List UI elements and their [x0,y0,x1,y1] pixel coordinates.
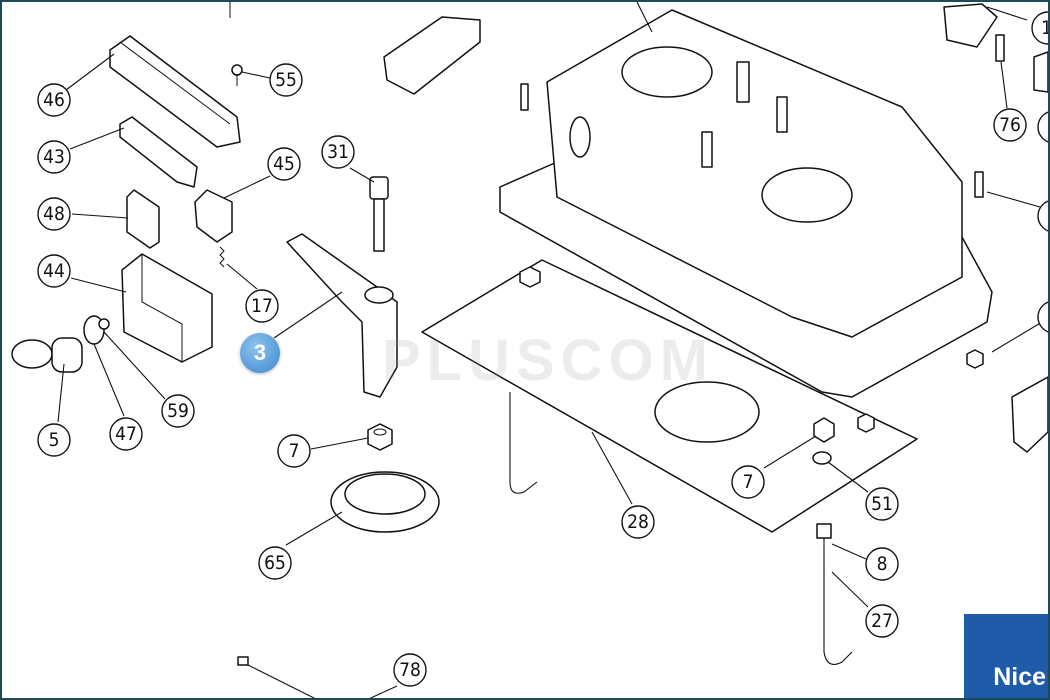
part-48-key-plate [126,189,160,249]
svg-text:44: 44 [43,260,65,282]
svg-text:78: 78 [399,659,421,681]
svg-text:27: 27 [871,610,893,632]
callout-44: 44 [37,254,71,288]
part-43-bracket [119,116,198,188]
callout-7-left: 7 [277,434,311,468]
callout-7-right: 7 [731,465,765,499]
callout-45: 45 [267,147,301,181]
svg-text:55: 55 [275,69,297,91]
callout-43: 43 [37,140,71,174]
part-46-cover [109,35,241,148]
callout-27: 27 [865,604,899,638]
svg-text:5: 5 [49,429,60,451]
part-47-washer [83,315,110,345]
nice-logo: Nice [964,614,1048,698]
part-18-connector [943,3,1048,453]
part-31-bolt [369,176,389,252]
part-55-screw [229,2,243,86]
svg-text:47: 47 [115,423,137,445]
callout-51: 51 [865,487,899,521]
part-45-latch [194,189,233,268]
callout-46: 46 [37,83,71,117]
part-65-gasket [330,471,440,533]
callout-28: 28 [621,505,655,539]
svg-text:7: 7 [289,440,300,462]
callout-59: 59 [161,394,195,428]
small-nuts [519,266,984,465]
callout-78: 78 [393,653,427,687]
highlighted-callout-3[interactable]: 3 [240,333,280,373]
callout-76: 76 [993,108,1027,142]
part-44-housing [121,253,213,363]
callout-8: 8 [865,547,899,581]
svg-text:46: 46 [43,89,65,111]
part-top-block [383,16,481,95]
callout-47: 47 [109,417,143,451]
part-7-nut [367,423,393,451]
part-studs [520,34,1005,198]
svg-text:7: 7 [743,471,754,493]
svg-text:65: 65 [264,552,286,574]
callout-18: 18 [1031,11,1050,45]
svg-text:8: 8 [877,553,888,575]
callout-5: 5 [37,423,71,457]
logo-text: Nice [993,663,1046,691]
svg-text:28: 28 [627,511,649,533]
svg-text:17: 17 [251,295,273,317]
callout-17: 17 [245,289,279,323]
callout-65: 65 [258,546,292,580]
callout-48: 48 [37,197,71,231]
svg-text:31: 31 [327,141,349,163]
callout-31: 31 [321,135,355,169]
leader-lines [57,2,1043,698]
svg-text:51: 51 [871,493,893,515]
callout-55: 55 [269,63,303,97]
svg-text:59: 59 [167,400,189,422]
part-27-tube [509,392,853,665]
svg-text:45: 45 [273,153,295,175]
part-base-housing [499,9,993,398]
svg-text:76: 76 [999,114,1021,136]
part-5-key [11,337,83,373]
part-78-cable-tie [237,656,316,698]
callout-partial [1037,111,1048,333]
svg-text:48: 48 [43,203,65,225]
svg-text:18: 18 [1041,17,1050,39]
part-28-plate [421,259,918,533]
svg-text:43: 43 [43,146,65,168]
part-3-lever [286,233,398,398]
watermark: PLUSCOM [382,328,714,393]
